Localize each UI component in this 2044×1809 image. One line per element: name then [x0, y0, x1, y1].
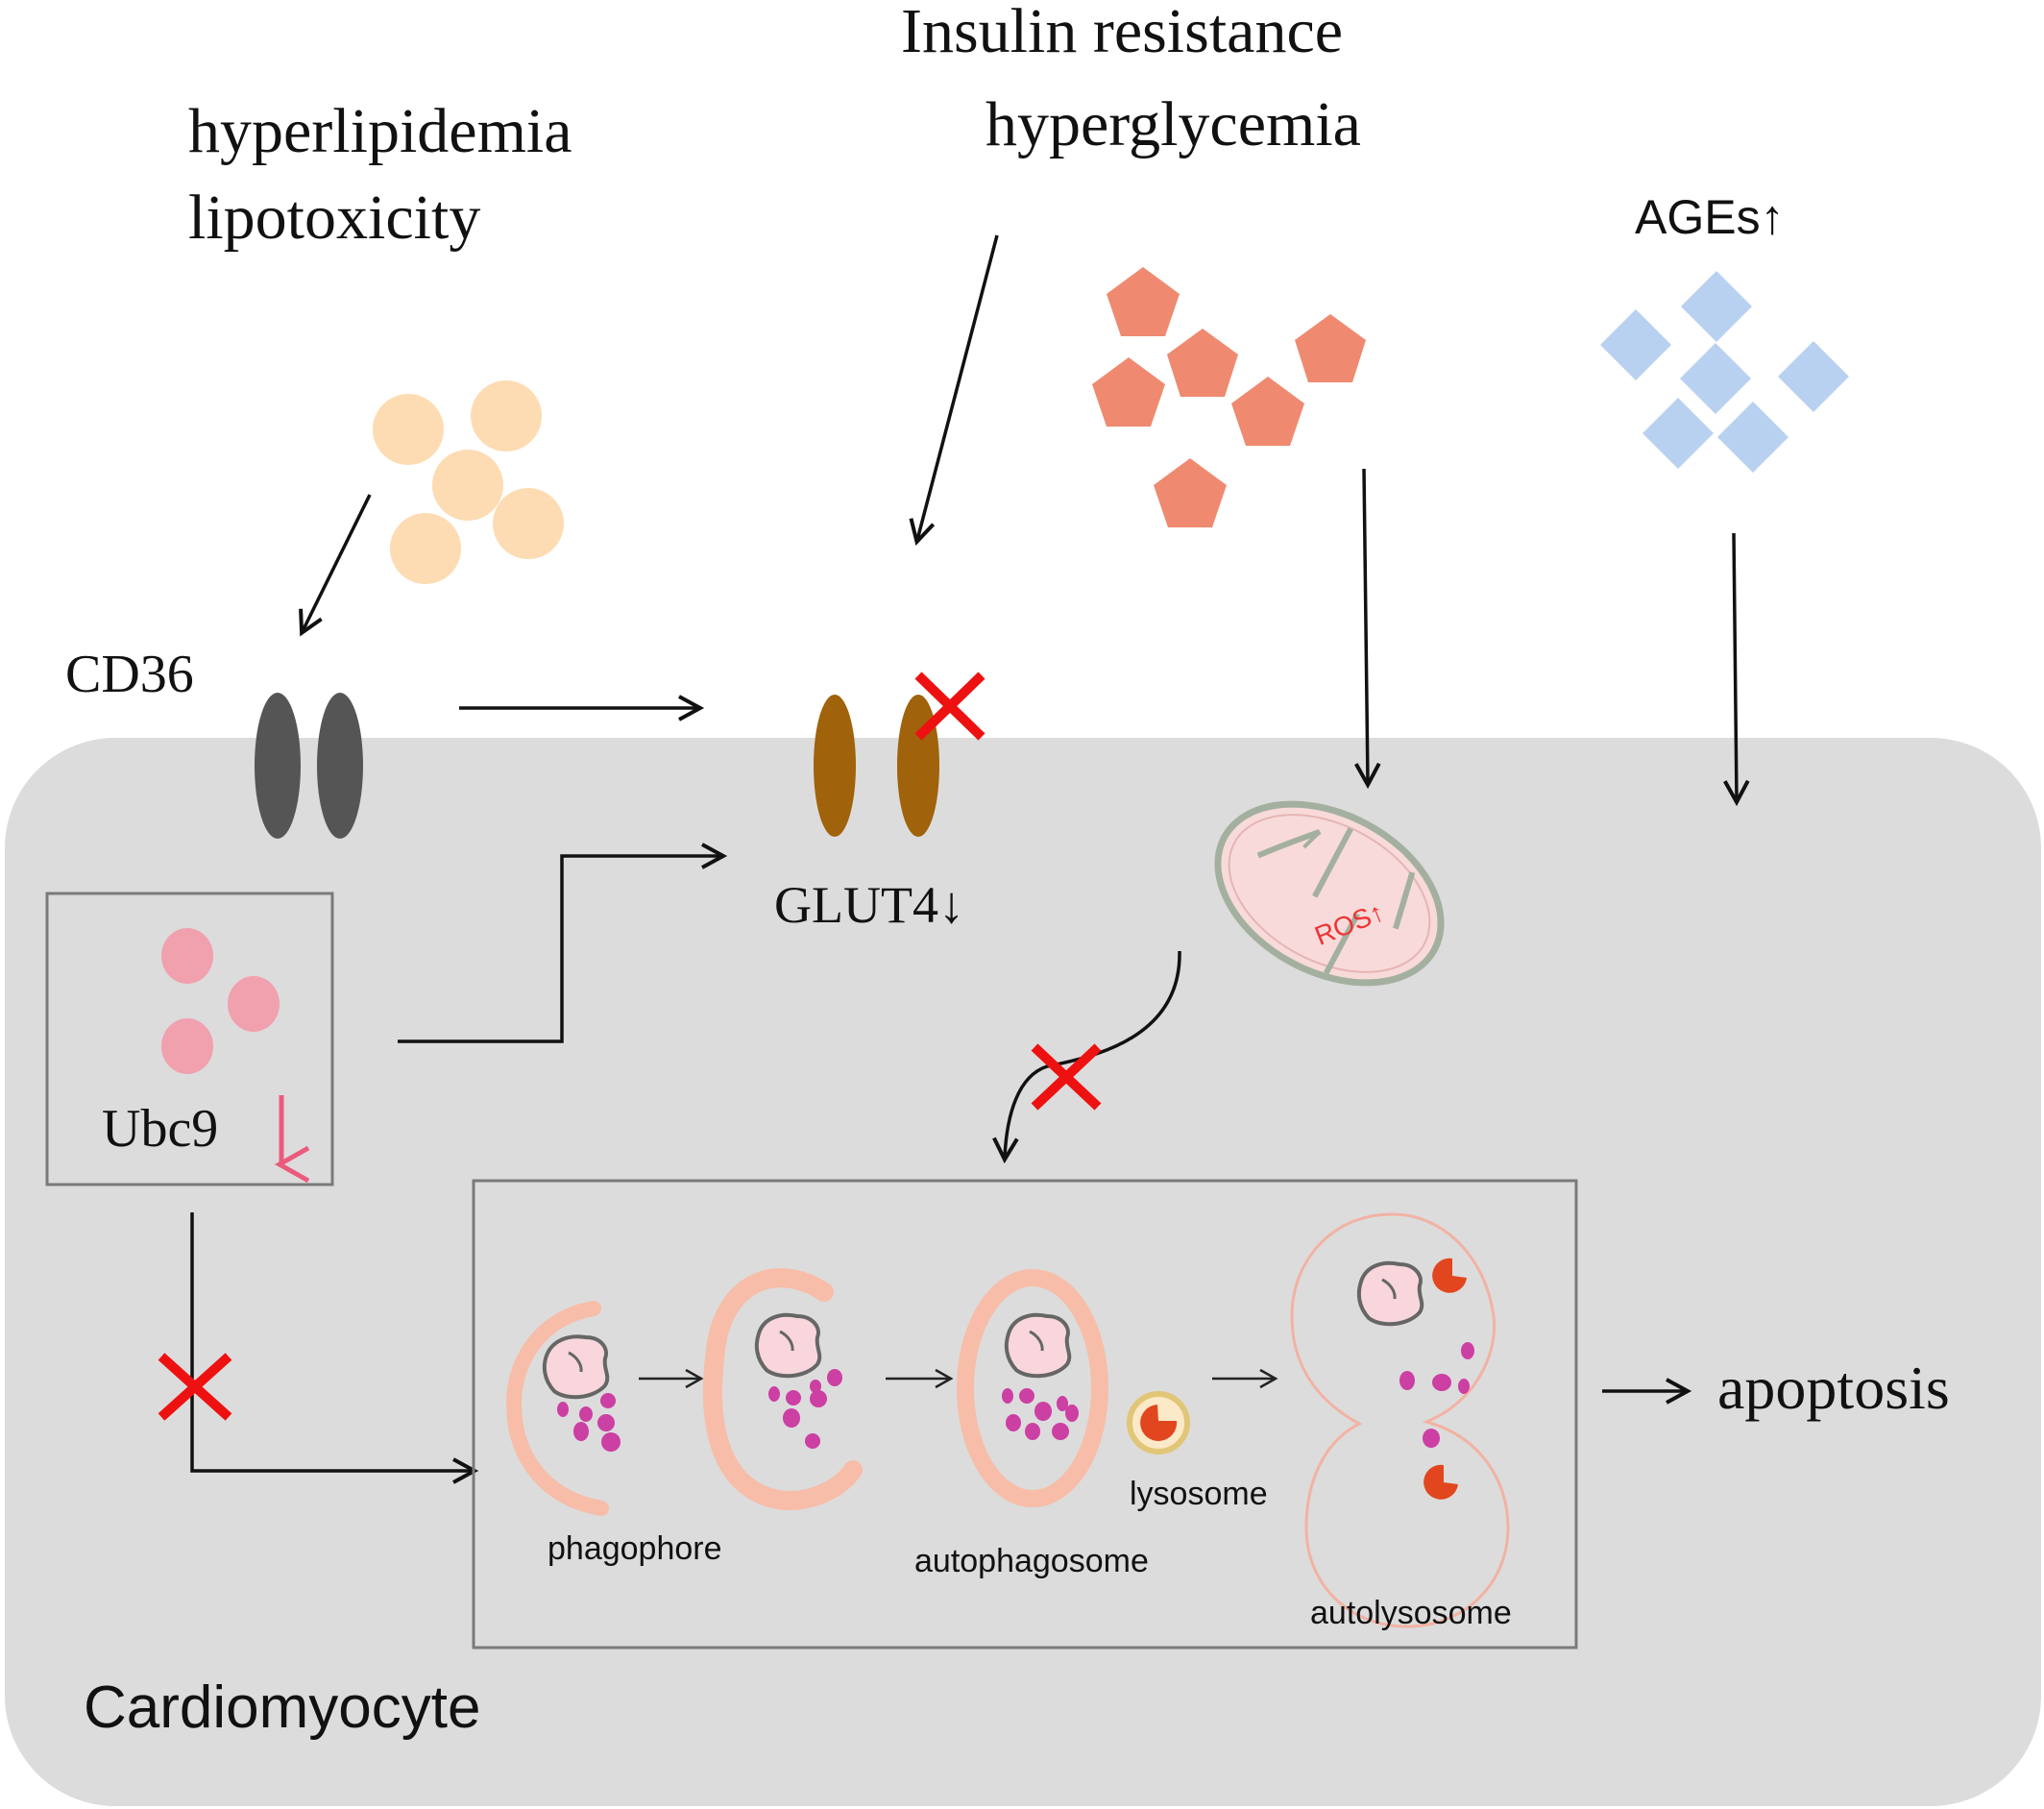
hyperglycemia-label: hyperglycemia [986, 89, 1361, 159]
glucose-particles [1092, 267, 1366, 527]
ubc9-box [45, 892, 334, 1186]
lipotoxicity-label: lipotoxicity [188, 183, 480, 253]
cd36-transporter [255, 693, 363, 839]
lipid-to-cd36-arrow [299, 494, 372, 637]
lysosome-label: lysosome [1130, 1476, 1268, 1512]
autolysosome-label: autolysosome [1310, 1595, 1512, 1631]
ubc9-molecules [161, 928, 280, 1074]
lysosome [1127, 1391, 1190, 1455]
mitophagy-block-x-icon [1031, 1043, 1102, 1111]
forming-autophagosome-stage [702, 1268, 863, 1510]
ubc9-to-autophagy-arrow [190, 1212, 479, 1484]
autolysosome-stage [1290, 1212, 1510, 1628]
lipid-particles [373, 380, 564, 584]
ages-particles [1600, 271, 1849, 473]
ages-to-cell-arrow [1723, 532, 1750, 807]
phagophore-stage [505, 1301, 620, 1516]
cd36-label: CD36 [65, 645, 194, 704]
ubc9-to-glut4-arrow [398, 843, 728, 1043]
hyperlipidemia-label: hyperlipidemia [188, 96, 572, 166]
ubc9-autophagy-block-x-icon [158, 1353, 232, 1421]
ages-label: AGEs↑ [1635, 190, 1785, 244]
autophagosome-stage [957, 1269, 1108, 1507]
insulin-resistance-label: Insulin resistance [901, 0, 1343, 66]
ubc9-label: Ubc9 [102, 1099, 218, 1159]
glut4-label: GLUT4↓ [774, 876, 964, 934]
glucose-to-mitochondria-arrow [1354, 468, 1381, 790]
insulin-to-glut4-arrow [909, 234, 999, 546]
glut4-block-x-icon [914, 672, 986, 741]
mitochondria-to-autophagy-arrow [992, 950, 1181, 1164]
phagophore-label: phagophore [548, 1530, 722, 1567]
autophagy-box [472, 1179, 1578, 1650]
mitochondrion [1214, 800, 1445, 987]
autophagosome-label: autophagosome [914, 1543, 1149, 1579]
apoptosis-label: apoptosis [1717, 1354, 1950, 1422]
cardiomyocyte-label: Cardiomyocyte [84, 1675, 480, 1741]
